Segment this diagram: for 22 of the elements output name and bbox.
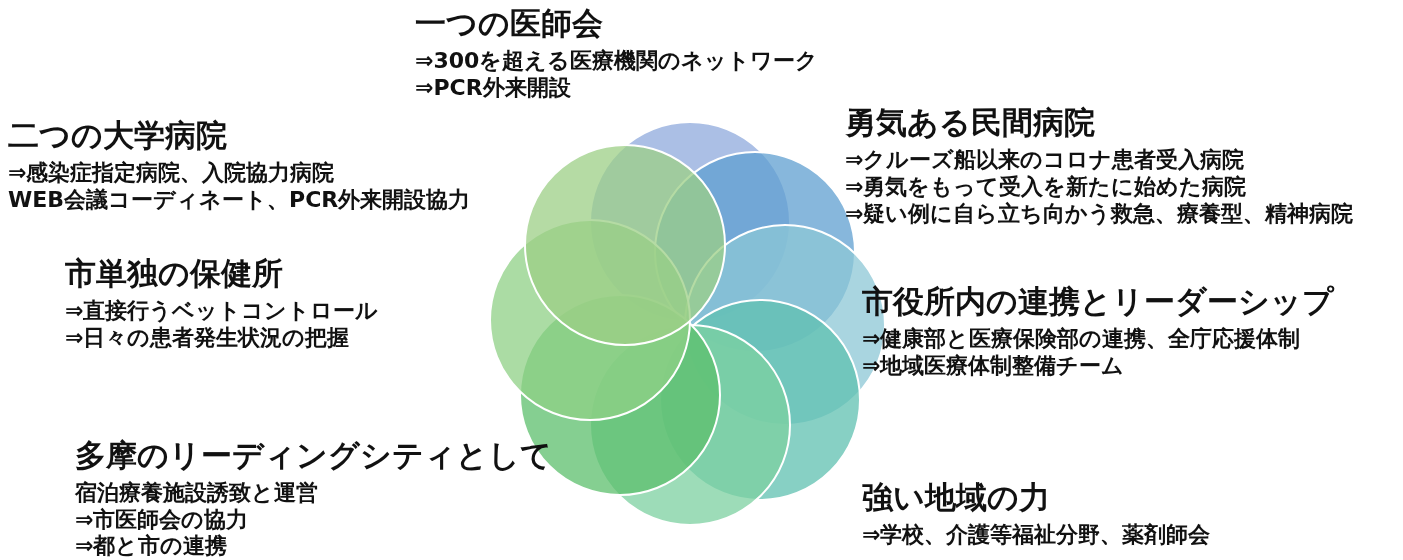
heading: 二つの大学病院 [8, 118, 227, 154]
text-line: ⇒地域医療体制整備チーム [862, 353, 1125, 379]
heading: 多摩のリーディングシティとして [75, 438, 552, 474]
text-line: ⇒クルーズ船以来のコロナ患者受入病院 [845, 147, 1245, 173]
heading: 市役所内の連携とリーダーシップ [862, 284, 1334, 320]
heading: 勇気ある民間病院 [845, 105, 1095, 141]
text-line: ⇒市医師会の協力 [75, 507, 249, 533]
heading: 一つの医師会 [415, 6, 603, 42]
text-line: ⇒学校、介護等福祉分野、薬剤師会 [862, 522, 1211, 548]
text-line: ⇒疑い例に自ら立ち向かう救急、療養型、精神病院 [845, 201, 1354, 227]
text-line: ⇒300を超える医療機関のネットワーク [415, 48, 819, 74]
text-line: ⇒日々の患者発生状況の把握 [65, 325, 350, 351]
text-line: 宿泊療養施設誘致と運営 [75, 480, 318, 506]
text-line: ⇒PCR外来開設 [415, 75, 571, 101]
text-line: ⇒感染症指定病院、入院協力病院 [8, 160, 335, 186]
text-line: ⇒勇気をもって受入を新たに始めた病院 [845, 174, 1247, 200]
text-line: WEB会議コーディネート、PCR外来開設協力 [8, 187, 471, 213]
text-line: ⇒都と市の連携 [75, 533, 228, 559]
text-line: ⇒健康部と医療保険部の連携、全庁応援体制 [862, 326, 1301, 352]
text-line: ⇒直接行うベットコントロール [65, 298, 379, 324]
heading: 強い地域の力 [862, 480, 1050, 516]
heading: 市単独の保健所 [65, 256, 283, 292]
